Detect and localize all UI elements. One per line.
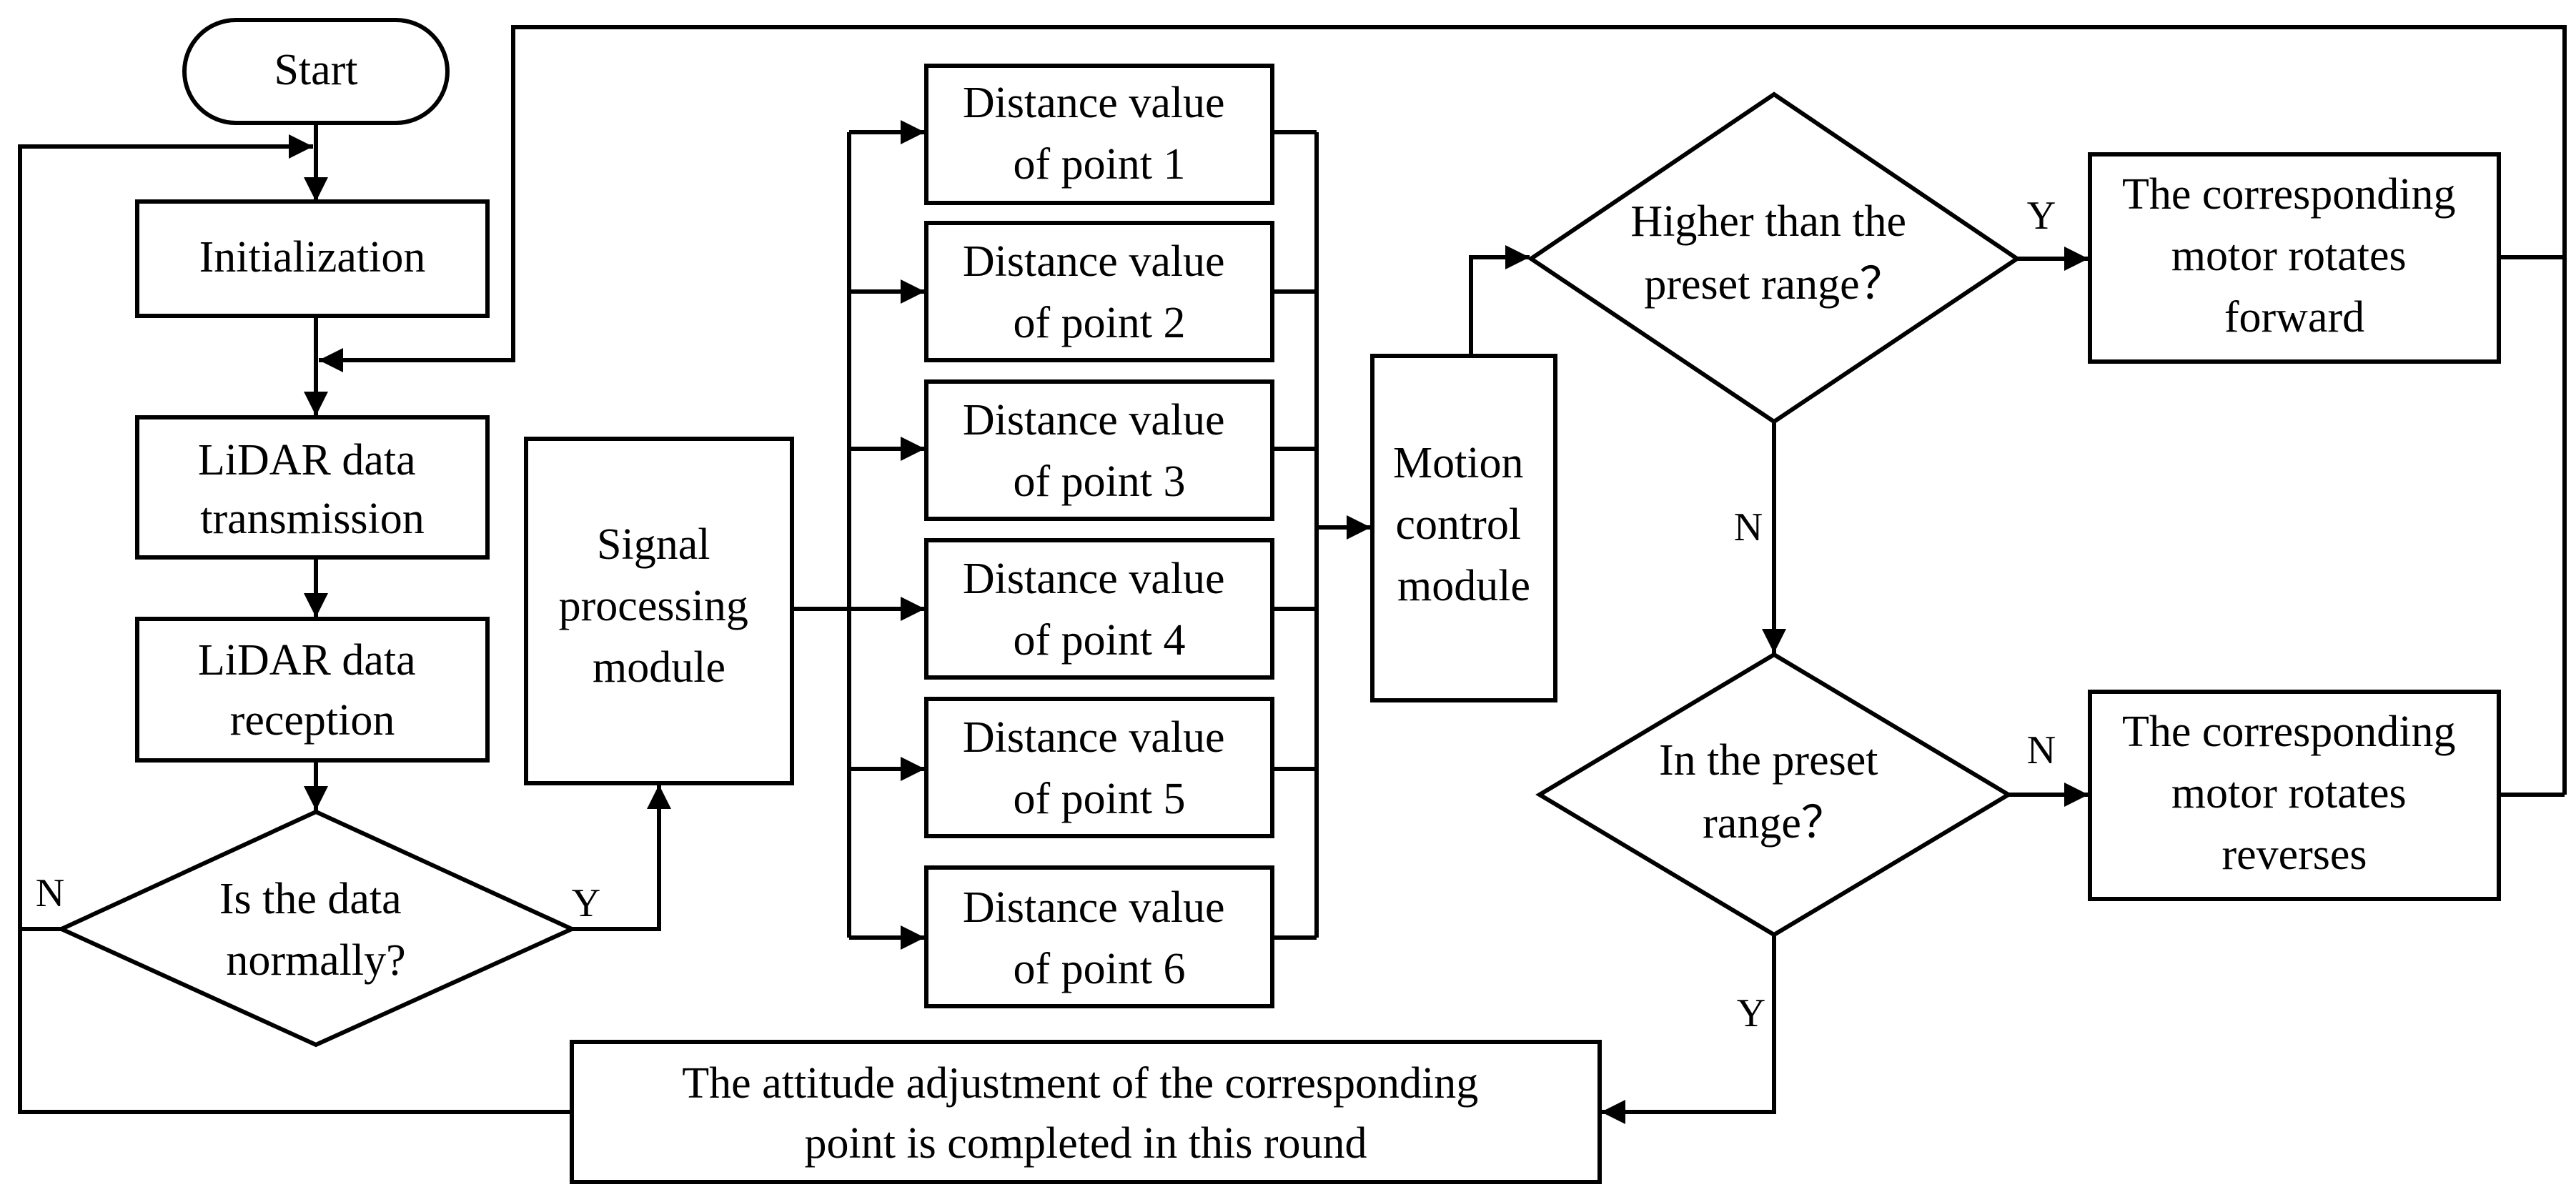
- in-range-decision-label: In the preset range？: [1659, 736, 1889, 848]
- motor-reverses-label: The corresponding motor rotates reverses: [2122, 707, 2467, 879]
- signal-processing-box: Signal processing module: [524, 437, 794, 785]
- initialization-label: Initialization: [199, 233, 426, 282]
- signal-processing-label: Signal processing module: [559, 520, 760, 692]
- higher-range-decision: Higher than the preset range？: [1527, 91, 2021, 424]
- point-2-box: Distance value of point 2: [924, 221, 1274, 362]
- point-3-box: Distance value of point 3: [924, 379, 1274, 521]
- edge-label-in-range-no: N: [2027, 728, 2056, 773]
- motion-control-box: Motion control module: [1370, 354, 1557, 702]
- edge-label-data-normal-yes: Y: [572, 881, 600, 925]
- edge-data-normal-yes: [572, 785, 671, 931]
- start-terminal: Start: [182, 18, 450, 125]
- lidar-transmission-label: LiDAR data transmission: [198, 436, 427, 543]
- edge-in-range-yes: [1601, 936, 1776, 1124]
- nodes: Start Initialization LiDAR data transmis…: [56, 18, 2501, 1184]
- point-6-label: Distance value of point 6: [963, 883, 1236, 993]
- adjustment-complete-box: The attitude adjustment of the correspon…: [570, 1040, 1602, 1184]
- edge-label-in-range-yes: Y: [1737, 991, 1765, 1035]
- lidar-transmission-box: LiDAR data transmission: [135, 415, 490, 560]
- motor-reverses-box: The corresponding motor rotates reverses: [2088, 690, 2501, 901]
- point-2-label: Distance value of point 2: [963, 237, 1236, 347]
- initialization-box: Initialization: [135, 199, 490, 318]
- point-5-box: Distance value of point 5: [924, 697, 1274, 838]
- point-6-box: Distance value of point 6: [924, 865, 1274, 1008]
- start-label: Start: [274, 46, 357, 94]
- edge-completion-return: [18, 929, 572, 1114]
- in-range-decision: In the preset range？: [1535, 652, 2013, 938]
- point-3-label: Distance value of point 3: [963, 396, 1236, 506]
- point-4-label: Distance value of point 4: [963, 555, 1236, 665]
- point-4-box: Distance value of point 4: [924, 538, 1274, 680]
- motion-control-label: Motion control module: [1393, 439, 1535, 610]
- edge-labels: N Y Y N N Y: [36, 194, 2056, 1035]
- point-1-box: Distance value of point 1: [924, 64, 1274, 205]
- motor-forward-label: The corresponding motor rotates forward: [2122, 170, 2467, 342]
- data-normal-decision: Is the data normally?: [56, 809, 578, 1048]
- lidar-reception-label: LiDAR data reception: [198, 636, 427, 745]
- edge-outer-return-loop: [319, 25, 2567, 795]
- adjustment-complete-label: The attitude adjustment of the correspon…: [682, 1059, 1489, 1168]
- lidar-reception-box: LiDAR data reception: [135, 617, 490, 763]
- edge-label-higher-yes: Y: [2027, 194, 2056, 238]
- motor-forward-box: The corresponding motor rotates forward: [2088, 152, 2501, 364]
- data-normal-decision-label: Is the data normally?: [219, 875, 412, 985]
- point-1-label: Distance value of point 1: [963, 79, 1236, 189]
- edge-label-higher-no: N: [1734, 505, 1763, 550]
- edge-data-normal-no-loop: [18, 134, 313, 931]
- higher-range-decision-label: Higher than the preset range？: [1630, 197, 1917, 309]
- connectors: [18, 25, 2567, 1124]
- edge-label-data-normal-no: N: [36, 871, 64, 915]
- edge-motion-to-higher: [1469, 245, 1530, 356]
- point-5-label: Distance value of point 5: [963, 713, 1236, 823]
